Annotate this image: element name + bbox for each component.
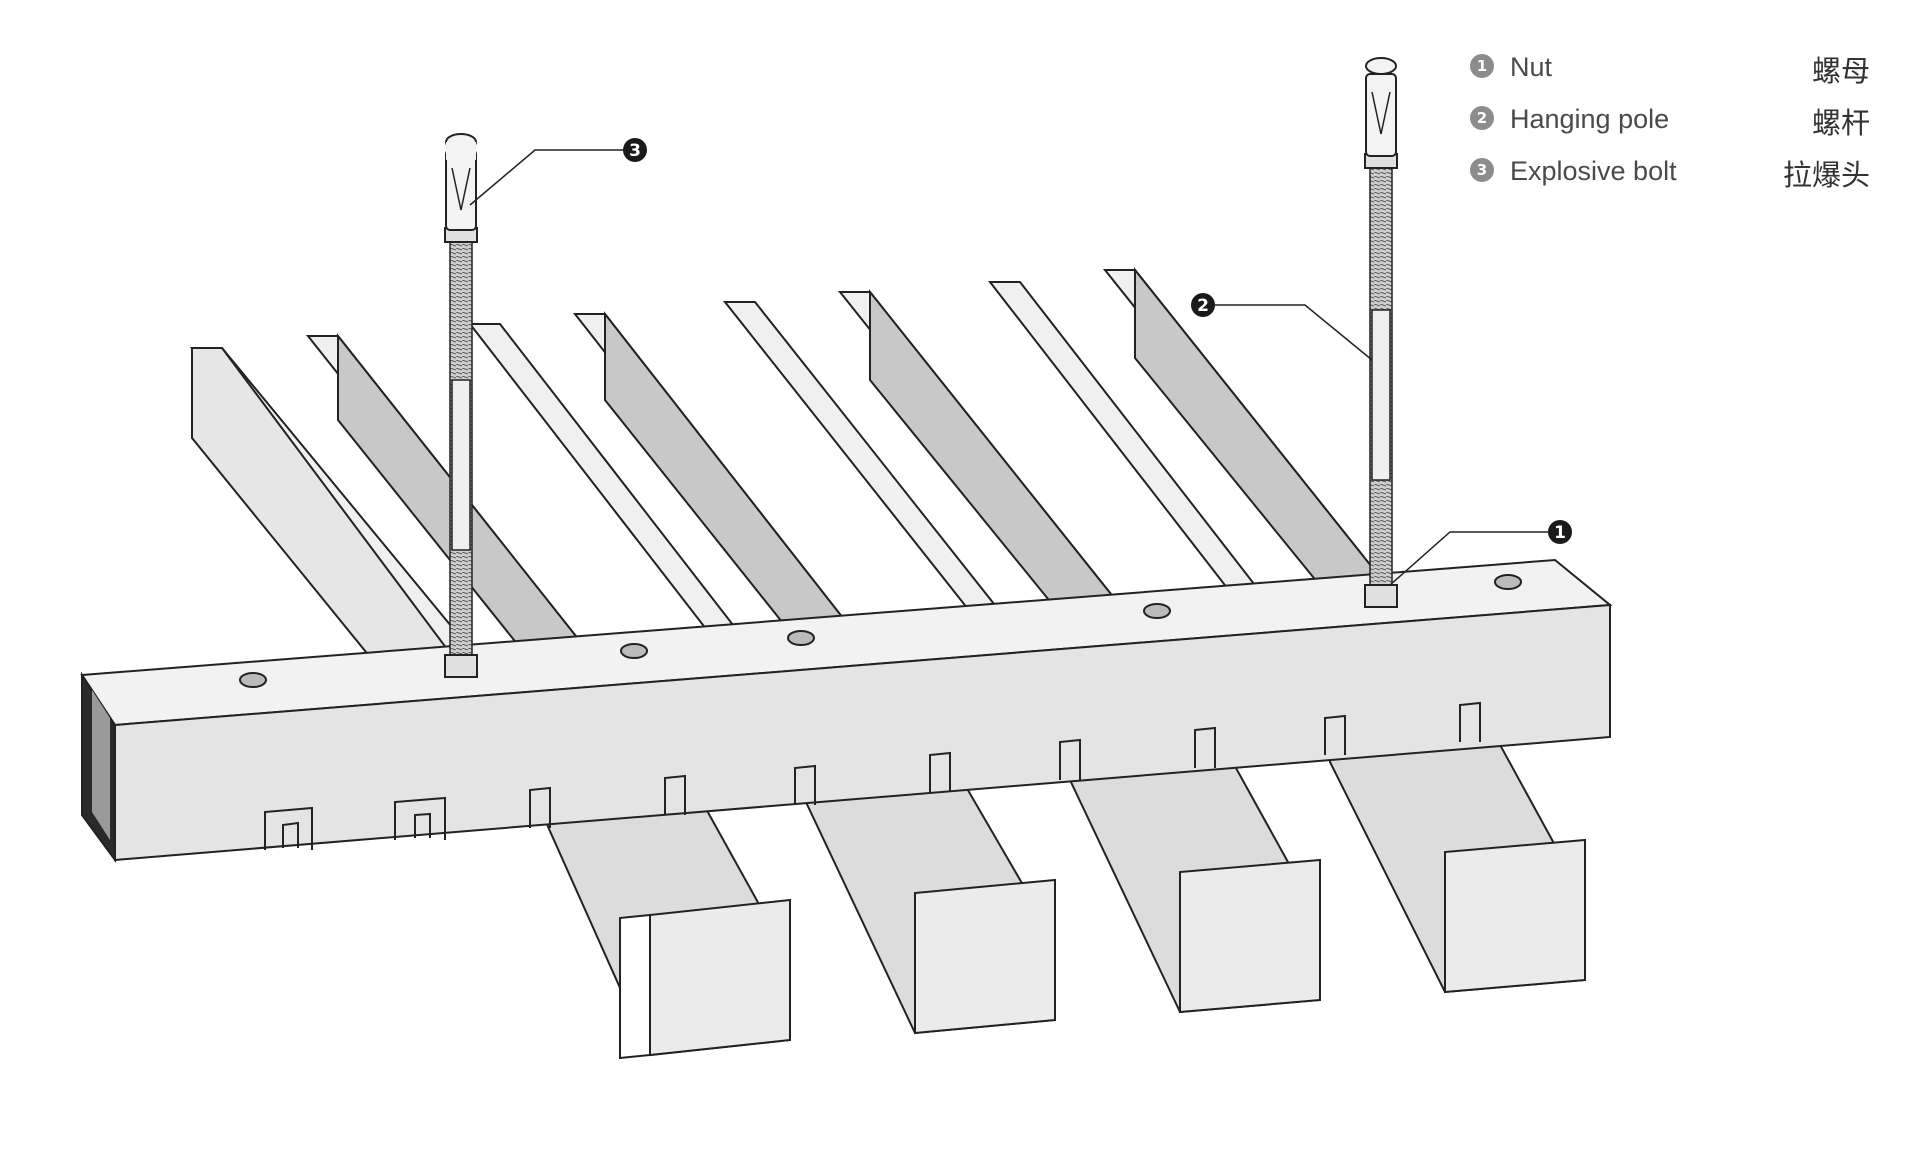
carrier-slots bbox=[264, 701, 1481, 850]
callout-label-1: 1 bbox=[1554, 523, 1566, 543]
callout-label-2: 2 bbox=[1197, 296, 1209, 316]
callout-hanging-pole: 2 bbox=[1191, 293, 1373, 361]
callout-explosive-bolt: 3 bbox=[469, 138, 647, 206]
callout-label-3: 3 bbox=[629, 141, 641, 161]
legend-label-en: Explosive bolt bbox=[1510, 156, 1677, 186]
legend-item-explosive-bolt: 3 Explosive bolt 拉爆头 bbox=[1470, 152, 1870, 204]
legend-label-cn: 螺杆 bbox=[1811, 106, 1870, 140]
legend-label-en: Hanging pole bbox=[1510, 104, 1670, 134]
legend-item-hanging-pole: 2 Hanging pole 螺杆 bbox=[1470, 100, 1870, 152]
legend-item-nut: 1 Nut 螺母 bbox=[1470, 48, 1870, 100]
hanger-rod-left bbox=[444, 133, 478, 678]
legend-label-en: Nut bbox=[1510, 52, 1553, 82]
carrier-channel bbox=[80, 558, 1613, 864]
legend-number: 1 bbox=[1470, 54, 1494, 78]
legend: 1 Nut 螺母 2 Hanging pole 螺杆 3 Explosive b… bbox=[1470, 48, 1870, 204]
legend-label-cn: 螺母 bbox=[1811, 54, 1870, 88]
legend-label-cn: 拉爆头 bbox=[1782, 158, 1870, 192]
legend-number: 3 bbox=[1470, 158, 1494, 182]
hanger-rod-right bbox=[1364, 57, 1398, 608]
carrier-holes bbox=[239, 574, 1522, 688]
legend-number: 2 bbox=[1470, 106, 1494, 130]
callout-nut: 1 bbox=[1389, 520, 1572, 586]
